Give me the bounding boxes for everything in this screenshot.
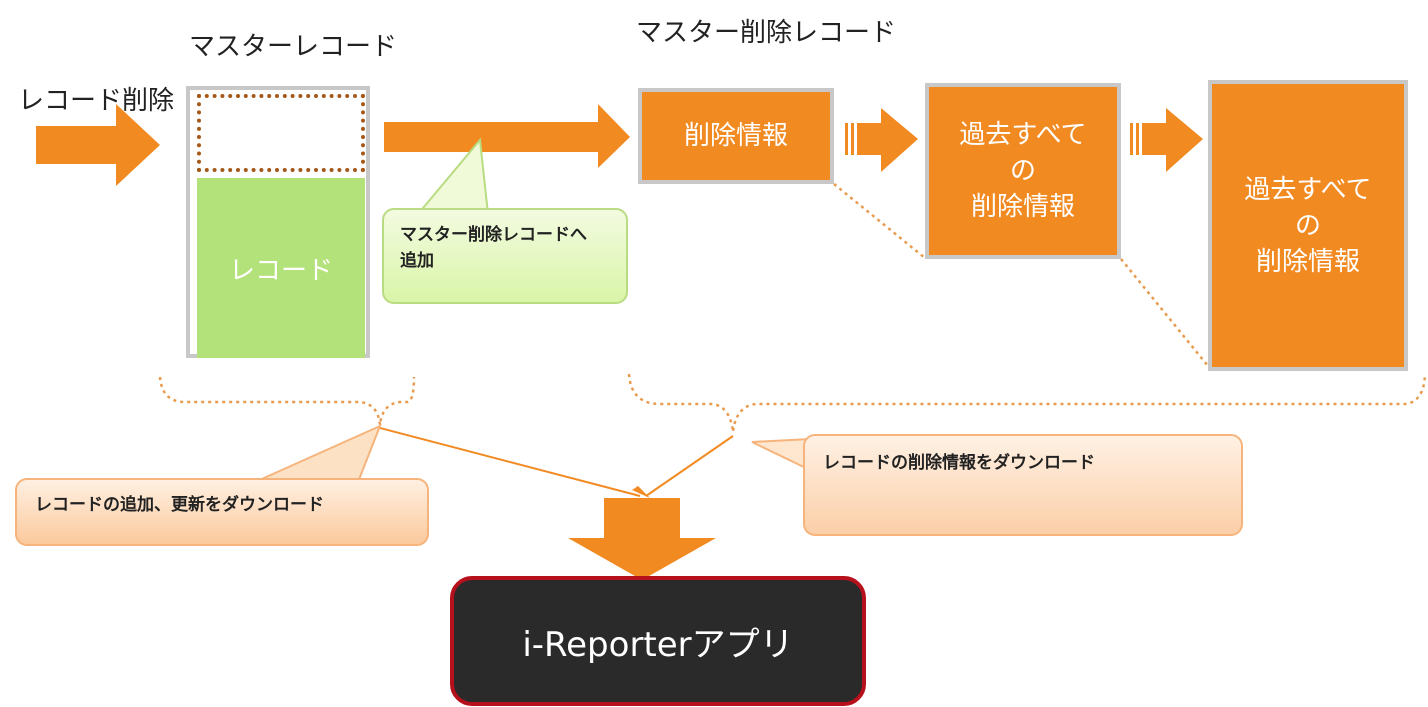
i-reporter-app-box: i-Reporterアプリ [450, 576, 866, 706]
past-info-line1: 過去すべて [1244, 174, 1372, 205]
past-info-line1: 過去すべて [959, 120, 1087, 150]
delete-info-box: 削除情報 [638, 88, 834, 184]
link-master-to-app [379, 427, 641, 497]
record-block: レコード [197, 178, 365, 358]
add-to-delete-arrow [384, 104, 630, 168]
download-arrow [568, 498, 716, 580]
past-delete-info-box-1: 過去すべて の 削除情報 [925, 83, 1121, 259]
deleted-record-slot [197, 94, 365, 172]
brace-delete [627, 373, 1427, 433]
past-delete-info-box-2: 過去すべて の 削除情報 [1208, 80, 1408, 371]
link-arrowhead [632, 486, 650, 498]
master-delete-record-label: マスター削除レコード [636, 18, 897, 48]
history-arrow-2 [1130, 108, 1203, 172]
past-info-line2: の [1009, 156, 1036, 186]
app-name: i-Reporterアプリ [522, 624, 794, 665]
callout-download-delete-info: レコードの削除情報をダウンロード [803, 434, 1243, 536]
callout-download-add-update: レコードの追加、更新をダウンロード [15, 478, 429, 546]
callout-download-delete-info-text: レコードの削除情報をダウンロード [823, 453, 1095, 473]
past-info-line2: の [1294, 210, 1321, 241]
past-info-line3: 削除情報 [970, 192, 1075, 222]
brace-master [158, 376, 416, 426]
expansion-line-1 [833, 183, 926, 259]
expansion-line-2 [1120, 258, 1209, 367]
callout-download-add-update-text: レコードの追加、更新をダウンロード [35, 495, 324, 515]
callout-line1: マスター削除レコードへ [400, 225, 587, 245]
record-delete-label: レコード削除 [18, 86, 175, 116]
delete-info-label: 削除情報 [683, 121, 788, 151]
record-delete-arrow [36, 104, 160, 186]
link-delete-to-app [645, 435, 734, 497]
past-info-line3: 削除情報 [1255, 246, 1360, 277]
record-label: レコード [228, 255, 333, 286]
callout-line2: 追加 [400, 251, 434, 271]
callout-add-to-delete: マスター削除レコードへ 追加 [382, 208, 628, 304]
master-record-label: マスターレコード [189, 32, 398, 62]
callout-orange1-tail [254, 424, 382, 483]
history-arrow-1 [845, 108, 918, 172]
